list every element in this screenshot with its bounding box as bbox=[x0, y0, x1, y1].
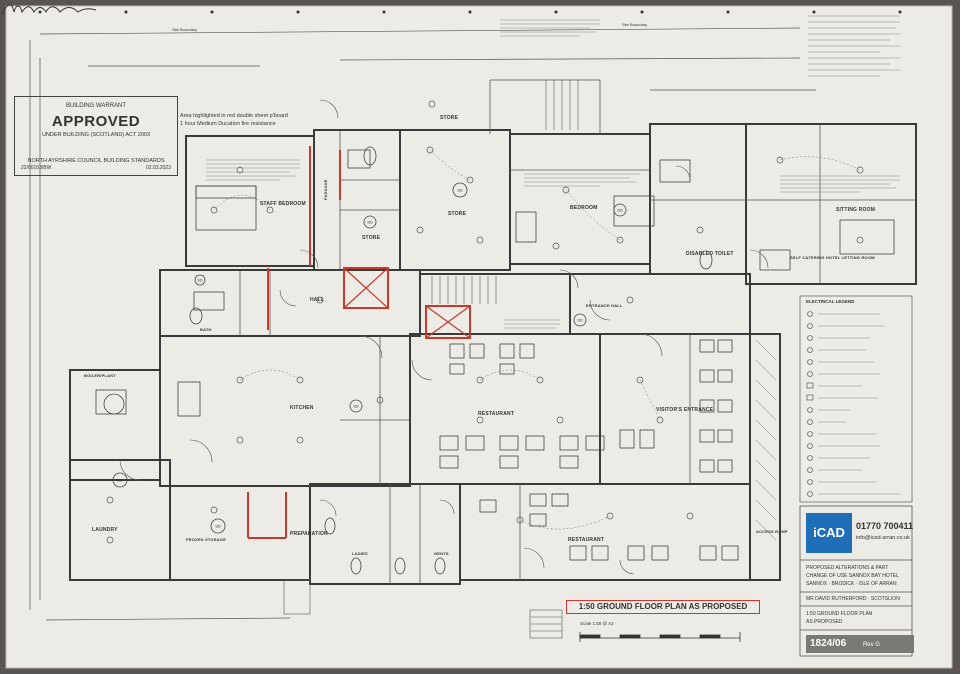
room-boiler-plant: BOILER/PLANT bbox=[84, 373, 116, 378]
room-kitchen: KITCHEN bbox=[290, 405, 314, 411]
revision-text: Rev G bbox=[862, 642, 880, 648]
binding-holes bbox=[38, 10, 902, 14]
company-phone: 01770 700411 bbox=[856, 521, 914, 531]
scale-bar bbox=[579, 632, 741, 642]
smoke-detectors bbox=[112, 182, 627, 534]
spec-note-blocks bbox=[206, 15, 900, 329]
project-line-3: SANNOX · BRODICK · ISLE OF ARRAN bbox=[806, 581, 897, 587]
room-access-ramp: ACCESS RAMP bbox=[756, 529, 788, 534]
room-preparation: PREPARATION bbox=[290, 531, 328, 537]
svg-text:SD: SD bbox=[617, 208, 623, 213]
room-bedroom: BEDROOM bbox=[570, 205, 598, 211]
room-store-3: STORE bbox=[362, 235, 381, 241]
staircase bbox=[431, 80, 579, 304]
room-disabled-toilet: DISABLED TOILET bbox=[686, 251, 734, 257]
legend-text-lines bbox=[818, 313, 900, 495]
scale-label: Scale 1:50 @ A2 bbox=[580, 621, 614, 626]
fire-rated-walls bbox=[247, 146, 471, 539]
room-store-1: STORE bbox=[440, 115, 459, 121]
svg-text:SD: SD bbox=[367, 220, 373, 225]
room-gents: GENTS bbox=[434, 551, 449, 556]
stamp-act: UNDER BUILDING (SCOTLAND) ACT 2003 bbox=[41, 132, 151, 138]
title-block-frame bbox=[799, 505, 913, 657]
svg-text:SD: SD bbox=[457, 188, 463, 193]
room-visitors-entrance: VISITOR'S ENTRANCE bbox=[656, 407, 714, 413]
project-line-1: PROPOSED ALTERATIONS & PART bbox=[806, 565, 889, 571]
partitions bbox=[239, 79, 916, 584]
room-bath: BATH bbox=[200, 327, 212, 332]
room-entrance-hall: ENTRANCE HALL bbox=[586, 303, 623, 308]
company-email: info@icad-arran.co.uk bbox=[856, 535, 910, 541]
room-restaurant-1: RESTAURANT bbox=[478, 411, 515, 417]
building-warrant-stamp: BUILDING WARRANT APPROVED UNDER BUILDING… bbox=[14, 96, 178, 176]
room-staff-bedroom: STAFF BEDROOM bbox=[260, 201, 306, 207]
room-ladies: LADIES bbox=[352, 551, 368, 556]
room-laundry: LAUNDRY bbox=[92, 527, 118, 533]
fire-note-line-2: 1 hour Medium Ducation fire resistance bbox=[180, 121, 276, 127]
wiring-runs bbox=[213, 149, 861, 530]
site-boundary bbox=[29, 27, 801, 621]
room-sitting-room: SITTING ROOM bbox=[836, 207, 876, 213]
drawing-title-1: 1:50 GROUND FLOOR PLAN bbox=[806, 611, 873, 617]
room-frozen-storage: FROZEN STORAGE bbox=[186, 537, 227, 542]
legend-title: ELECTRICAL LEGEND bbox=[806, 299, 855, 304]
svg-text:SD: SD bbox=[215, 524, 221, 529]
stamp-status: APPROVED bbox=[51, 113, 141, 130]
site-boundary-label: Site Boundary bbox=[172, 27, 198, 32]
fixtures bbox=[95, 146, 895, 575]
stamp-council: NORTH AYRSHIRE COUNCIL BUILDING STANDARD… bbox=[27, 158, 165, 164]
electrical-legend bbox=[799, 295, 913, 503]
drawing-number: 1824/06 Rev G bbox=[806, 635, 914, 653]
svg-text:SD: SD bbox=[197, 278, 203, 283]
room-store-2: STORE bbox=[448, 211, 467, 217]
client-name: MR DAVID RUTHERFORD · SCOTSLION bbox=[806, 596, 900, 602]
room-restaurant-2: RESTAURANT bbox=[568, 537, 605, 543]
svg-text:SD: SD bbox=[117, 478, 123, 483]
stamp-heading: BUILDING WARRANT bbox=[65, 103, 127, 109]
fire-note-line-1: Area highlighted in red double sheet p'b… bbox=[180, 113, 288, 119]
restaurant-tables bbox=[439, 339, 739, 561]
stamp-reference: 22/00163/BW bbox=[21, 165, 52, 171]
site-boundary-label-2: Site Boundary bbox=[622, 22, 648, 27]
drawing-number-text: 1824/06 bbox=[810, 638, 847, 649]
room-self-catering: SELF CATERING HOTEL LETTING ROOM bbox=[790, 255, 875, 260]
project-line-2: CHANGE OF USE SANNOX BAY HOTEL bbox=[806, 573, 899, 579]
drawing-title-2: AS PROPOSED bbox=[806, 619, 843, 625]
electrical-points bbox=[106, 100, 864, 544]
entrance-steps bbox=[283, 579, 563, 639]
signature bbox=[1, 4, 97, 15]
access-ramp bbox=[755, 339, 777, 541]
door-swings bbox=[119, 99, 769, 575]
room-hall: HALL bbox=[310, 297, 325, 303]
svg-text:SD: SD bbox=[577, 318, 583, 323]
main-drawing-title: 1:50 GROUND FLOOR PLAN AS PROPOSED bbox=[566, 600, 760, 614]
room-passage: PASSAGE bbox=[323, 179, 328, 200]
svg-text:SD: SD bbox=[353, 404, 359, 409]
icad-logo: iCAD bbox=[806, 513, 852, 553]
stamp-date: 02.03.2023 bbox=[145, 165, 171, 171]
